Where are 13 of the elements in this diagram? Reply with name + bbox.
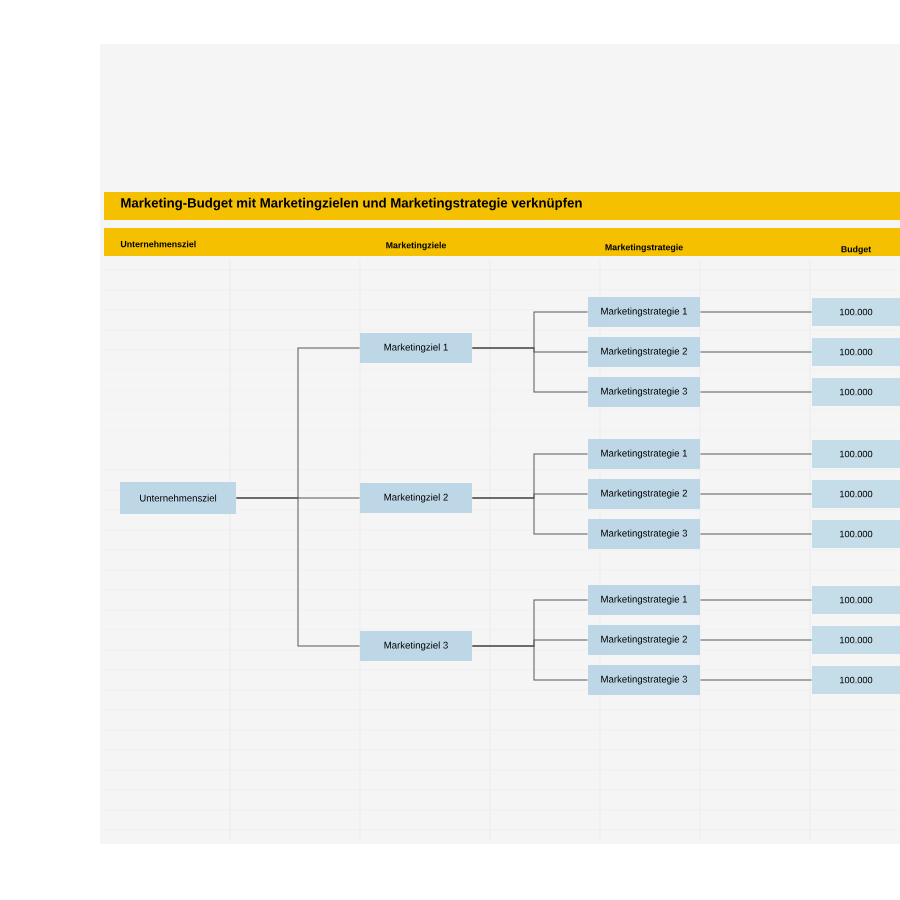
connector-line [699, 493, 813, 495]
connector-line [471, 645, 589, 681]
connector-line [699, 351, 813, 353]
connector-line [471, 347, 589, 393]
connector-line [471, 497, 589, 535]
connector-line [699, 453, 813, 455]
connector-line [699, 311, 813, 313]
connector-line [699, 391, 813, 393]
connector-line [699, 599, 813, 601]
connector-line [699, 639, 813, 641]
connector-line [699, 533, 813, 535]
connector-line [699, 679, 813, 681]
connector-line [235, 497, 361, 647]
